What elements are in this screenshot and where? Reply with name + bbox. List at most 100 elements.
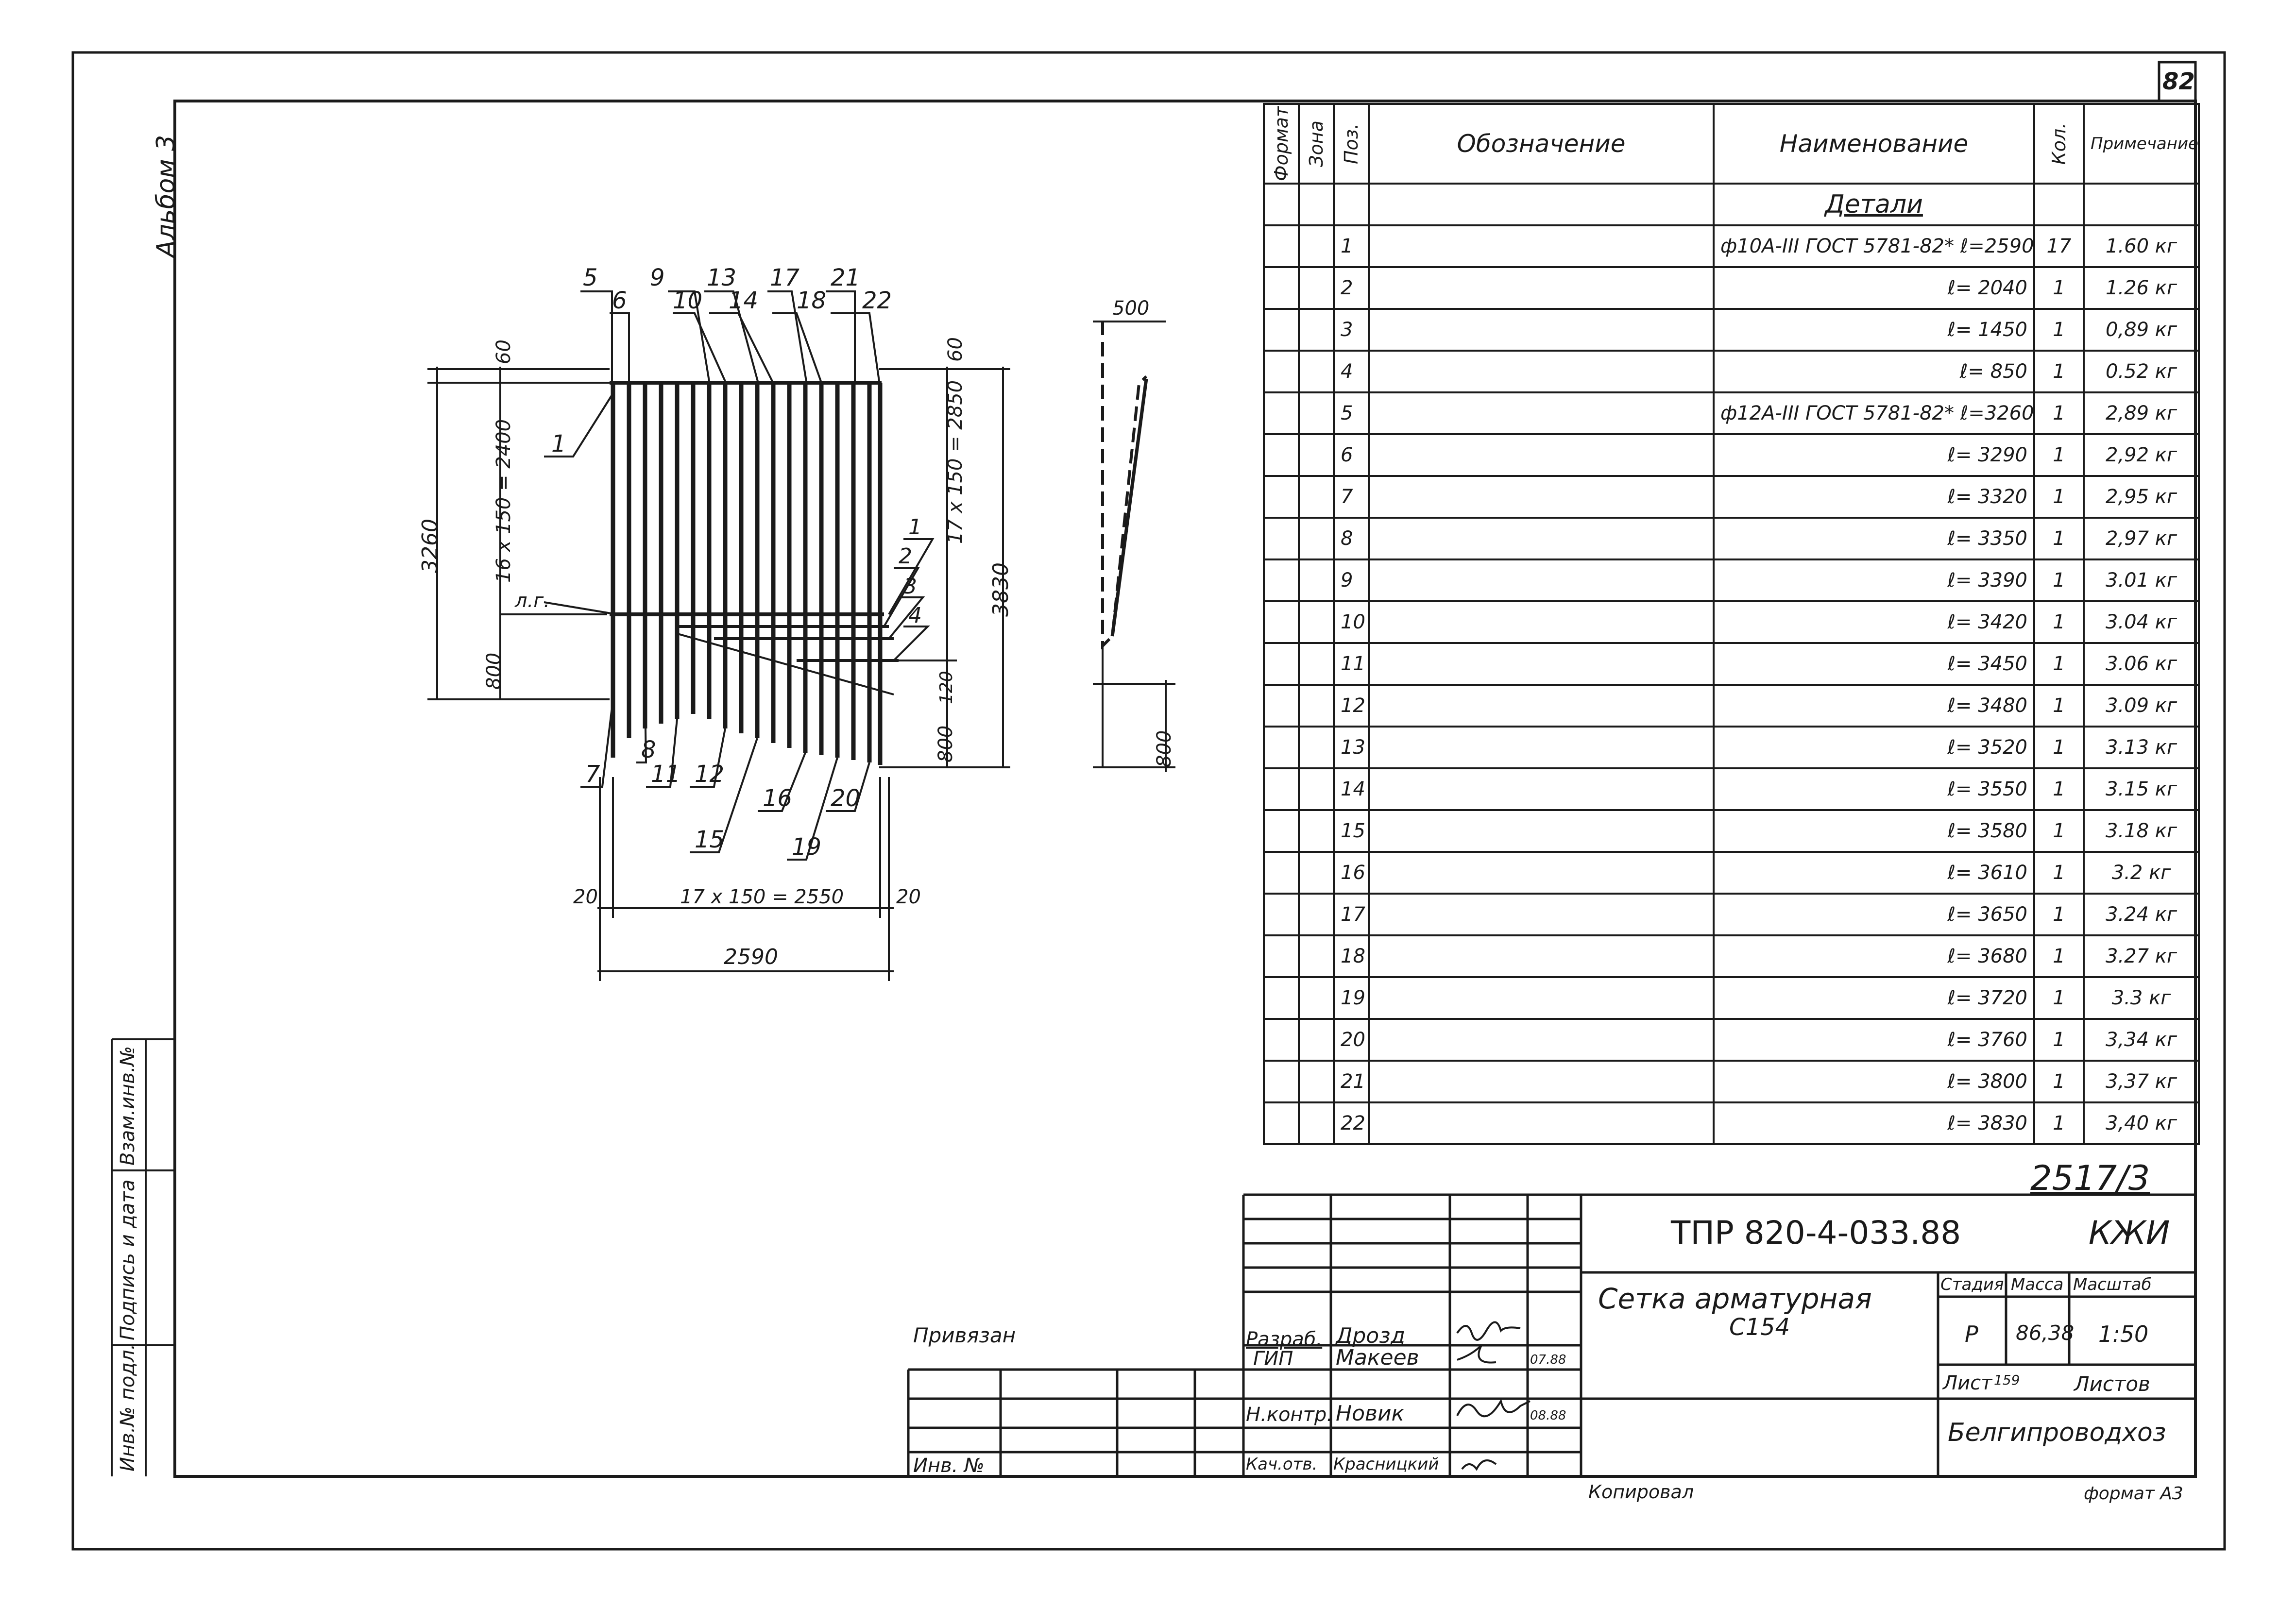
dim-800-left: 800 (483, 653, 505, 690)
pos-label: 5 (583, 264, 598, 291)
cell-name: ℓ= 850 (1713, 350, 2035, 393)
specification-table: Формат Зона Поз. Обозначение Наименовани… (1263, 103, 2200, 1145)
dim-3260: 3260 (418, 519, 442, 573)
pos-label: 13 (707, 264, 736, 291)
mesh-drawing: 60 60 3260 16 x 150 = 2400 800 17 x 150 … (418, 264, 1175, 981)
cell-note: 3.09 кг (2083, 684, 2200, 728)
stage-value: Р (1965, 1321, 1978, 1347)
dim-500: 500 (1112, 297, 1149, 320)
cell-qty: 1 (2033, 266, 2085, 310)
cell-qty: 1 (2033, 517, 2085, 560)
cell-designation (1368, 934, 1715, 978)
cell-format (1263, 350, 1300, 393)
role-chief-engineer: ГИП (1253, 1348, 1293, 1370)
cell-pos: 17 (1333, 893, 1370, 936)
cell-note: 3.06 кг (2083, 642, 2200, 686)
cell-pos: 21 (1333, 1060, 1370, 1103)
dim-17x150-bottom: 17 x 150 = 2550 (680, 886, 844, 908)
cell-designation (1368, 1101, 1715, 1145)
cell-zone (1298, 1018, 1335, 1062)
cell-pos: 5 (1333, 391, 1370, 435)
col-name: Наименование (1713, 103, 2035, 185)
cell-note: 0.52 кг (2083, 350, 2200, 393)
cell-qty: 1 (2033, 934, 2085, 978)
cell-pos: 2 (1333, 266, 1370, 310)
role-quality: Кач.отв. (1246, 1455, 1318, 1474)
dim-60-left: 60 (493, 339, 515, 364)
cell-zone (1298, 350, 1335, 393)
cell-zone (1298, 642, 1335, 686)
cell-zone (1298, 976, 1335, 1020)
cell-name: ℓ= 3760 (1713, 1018, 2035, 1062)
cell-designation (1368, 726, 1715, 769)
cell-pos: 16 (1333, 851, 1370, 895)
cell-format (1263, 684, 1300, 728)
cell-designation (1368, 559, 1715, 602)
dim-20-left: 20 (573, 886, 598, 908)
cell-designation (1368, 809, 1715, 853)
cell-designation (1368, 350, 1715, 393)
mass-label: Масса (2011, 1275, 2064, 1294)
cell-designation (1368, 767, 1715, 811)
cell-pos: 8 (1333, 517, 1370, 560)
role-norm-control: Н.контр. (1246, 1404, 1333, 1426)
cell-qty: 1 (2033, 976, 2085, 1020)
cell-format (1263, 391, 1300, 435)
copied-label: Копировал (1588, 1481, 1694, 1503)
cell-name: ℓ= 3450 (1713, 642, 2035, 686)
cell-pos: 10 (1333, 600, 1370, 644)
document-designation: ТПР 820-4-033.88 (1671, 1214, 1961, 1252)
cell-note: 3.27 кг (2083, 934, 2200, 978)
pos-label: 16 (763, 785, 792, 812)
cell-designation (1368, 266, 1715, 310)
cell-format (1263, 934, 1300, 978)
cell-zone (1298, 1101, 1335, 1145)
cell-format (1263, 851, 1300, 895)
document-mark: КЖИ (2089, 1214, 2170, 1252)
cell-format (1263, 726, 1300, 769)
cell-zone (1298, 851, 1335, 895)
stage-label: Стадия (1940, 1275, 2004, 1294)
name-developer: Дрозд (1336, 1323, 1406, 1348)
mass-value: 86,38 (2016, 1321, 2075, 1345)
format-label: формат А3 (2084, 1484, 2183, 1504)
col-zone: Зона (1298, 103, 1335, 185)
cell-note: 3.01 кг (2083, 559, 2200, 602)
cell-qty: 1 (2033, 767, 2085, 811)
cell-pos: 14 (1333, 767, 1370, 811)
pos-label: 19 (792, 833, 821, 861)
cell-designation (1368, 1060, 1715, 1103)
sheet-label: Лист (1943, 1372, 1992, 1394)
pos-label: 15 (695, 826, 724, 853)
cell-format (1263, 1101, 1300, 1145)
cell-qty: 1 (2033, 642, 2085, 686)
cell-format (1263, 224, 1300, 268)
cell-name: ℓ= 3480 (1713, 684, 2035, 728)
cell-qty: 1 (2033, 559, 2085, 602)
pos-label: 1 (551, 430, 566, 457)
cell-qty: 1 (2033, 600, 2085, 644)
cell-zone (1298, 224, 1335, 268)
cell-format (1263, 517, 1300, 560)
inv-number-label: Инв. № (913, 1455, 985, 1477)
cell-format (1263, 893, 1300, 936)
cell-format (1263, 600, 1300, 644)
pos-label: 2 (899, 544, 912, 569)
cell-pos: 22 (1333, 1101, 1370, 1145)
cell-pos: 6 (1333, 433, 1370, 477)
cell-name: ℓ= 3610 (1713, 851, 2035, 895)
